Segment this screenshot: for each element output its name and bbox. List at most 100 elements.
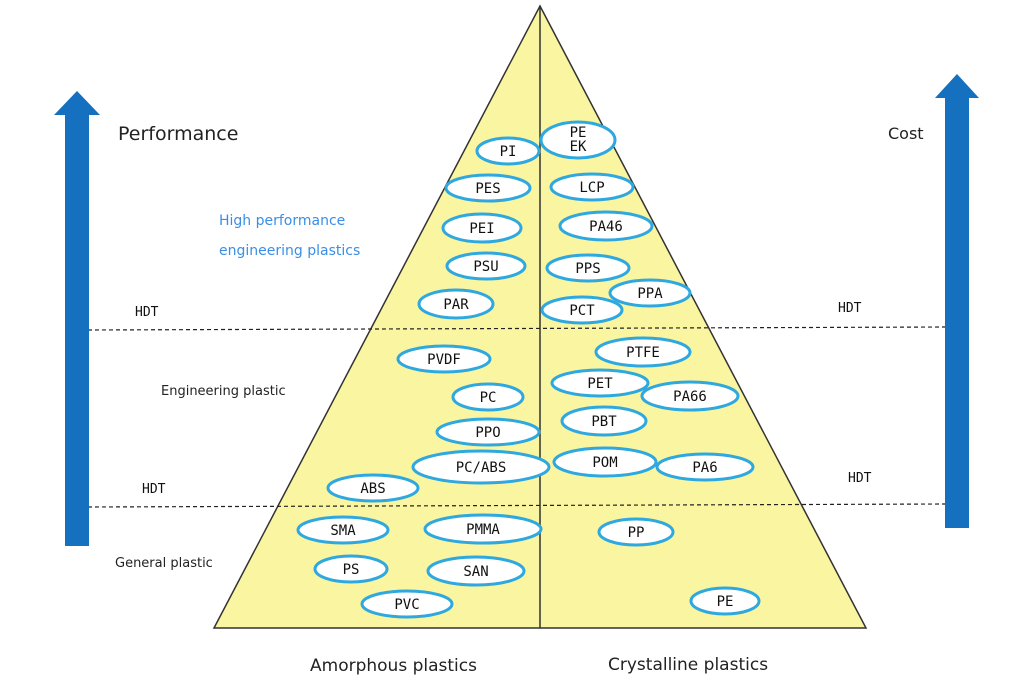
hdt-label-lower-right: HDT <box>848 471 872 486</box>
material-pill-abs: ABS <box>326 473 420 503</box>
material-pill-pet: PET <box>550 368 650 398</box>
material-pill-outline <box>560 405 648 437</box>
material-pill-outline <box>655 452 755 482</box>
material-label: PPO <box>475 425 500 441</box>
material-pill-outline <box>360 589 454 619</box>
material-pill-outline <box>396 344 492 374</box>
material-pill-outline <box>549 172 635 202</box>
material-pill-pmma: PMMA <box>423 513 543 545</box>
category-engineering: Engineering plastic <box>161 384 286 399</box>
material-pill-pes: PES <box>444 173 532 203</box>
material-label: PI <box>500 144 517 160</box>
material-pill-ppo: PPO <box>435 417 541 447</box>
material-label: PBT <box>591 414 617 430</box>
material-pill-outline <box>608 278 692 308</box>
material-label: PC/ABS <box>456 460 507 476</box>
material-pill-outline <box>552 446 658 478</box>
material-pill-pi: PI <box>475 136 541 166</box>
material-label: PE <box>570 125 587 141</box>
category-high-line1: High performance <box>219 213 345 229</box>
category-general: General plastic <box>115 556 213 571</box>
performance-arrow <box>54 91 100 546</box>
material-pill-outline <box>417 288 495 320</box>
material-pill-outline <box>326 473 420 503</box>
amorphous-label: Amorphous plastics <box>310 656 477 676</box>
material-pill-outline <box>539 120 617 160</box>
material-pill-outline <box>445 251 527 281</box>
material-label: PC <box>480 390 497 406</box>
hdt-label-upper-right: HDT <box>838 301 862 316</box>
material-pill-pcabs: PC/ABS <box>411 449 551 485</box>
category-high-line2: engineering plastics <box>219 243 360 259</box>
material-label: POM <box>592 455 617 471</box>
material-label: PA6 <box>692 460 717 476</box>
material-pill-outline <box>558 210 654 242</box>
material-pill-pvdf: PVDF <box>396 344 492 374</box>
material-pill-sma: SMA <box>296 515 390 545</box>
material-pill-lcp: LCP <box>549 172 635 202</box>
material-pill-outline <box>550 368 650 398</box>
material-pill-pa46: PA46 <box>558 210 654 242</box>
material-pill-pom: POM <box>552 446 658 478</box>
material-label: PPS <box>575 261 600 277</box>
material-pill-outline <box>640 380 740 412</box>
material-label: LCP <box>579 180 604 196</box>
material-pill-par: PAR <box>417 288 495 320</box>
material-pill-outline <box>426 555 526 587</box>
material-pill-pct: PCT <box>540 295 624 325</box>
material-label: ABS <box>360 481 385 497</box>
material-pill-outline <box>689 586 761 616</box>
material-label: PMMA <box>466 522 500 538</box>
cost-label: Cost <box>888 124 924 143</box>
material-pill-pa6: PA6 <box>655 452 755 482</box>
material-pill-ppa: PPA <box>608 278 692 308</box>
material-pill-outline <box>594 336 692 368</box>
material-label: PTFE <box>626 345 660 361</box>
performance-label: Performance <box>118 123 238 145</box>
material-label: PPA <box>637 286 663 302</box>
material-label: PEI <box>469 221 494 237</box>
material-pill-pa66: PA66 <box>640 380 740 412</box>
material-pill-psu: PSU <box>445 251 527 281</box>
material-pill-pc: PC <box>451 382 525 412</box>
material-label: PET <box>587 376 613 392</box>
material-pill-outline <box>441 212 523 244</box>
material-label: PES <box>475 181 500 197</box>
material-pill-pp: PP <box>597 517 675 547</box>
material-pill-outline <box>411 449 551 485</box>
hdt-label-lower-left: HDT <box>142 482 166 497</box>
material-label: EK <box>570 139 587 155</box>
material-pill-outline <box>296 515 390 545</box>
material-pill-outline <box>545 253 631 283</box>
material-pill-outline <box>451 382 525 412</box>
hdt-upper-line <box>87 326 947 331</box>
cost-arrow <box>935 74 979 528</box>
material-pill-outline <box>313 554 389 584</box>
material-pill-outline <box>423 513 543 545</box>
material-label: PVC <box>394 597 419 613</box>
material-label: PP <box>628 525 645 541</box>
material-pill-ps: PS <box>313 554 389 584</box>
material-label: PAR <box>443 297 469 313</box>
material-label: PE <box>717 594 734 610</box>
hdt-label-upper-left: HDT <box>135 305 159 320</box>
material-pill-ptfe: PTFE <box>594 336 692 368</box>
material-pill-pe: PE <box>689 586 761 616</box>
material-label: PA66 <box>673 389 707 405</box>
material-pill-outline <box>597 517 675 547</box>
material-label: PSU <box>473 259 498 275</box>
crystalline-label: Crystalline plastics <box>608 655 768 675</box>
material-label: PVDF <box>427 352 461 368</box>
material-pill-outline <box>540 295 624 325</box>
material-pill-pps: PPS <box>545 253 631 283</box>
material-pill-pei: PEI <box>441 212 523 244</box>
material-label: PA46 <box>589 219 623 235</box>
material-label: SMA <box>330 523 356 539</box>
material-pill-pbt: PBT <box>560 405 648 437</box>
material-pill-pvc: PVC <box>360 589 454 619</box>
material-pill-outline <box>475 136 541 166</box>
material-label: PS <box>343 562 360 578</box>
